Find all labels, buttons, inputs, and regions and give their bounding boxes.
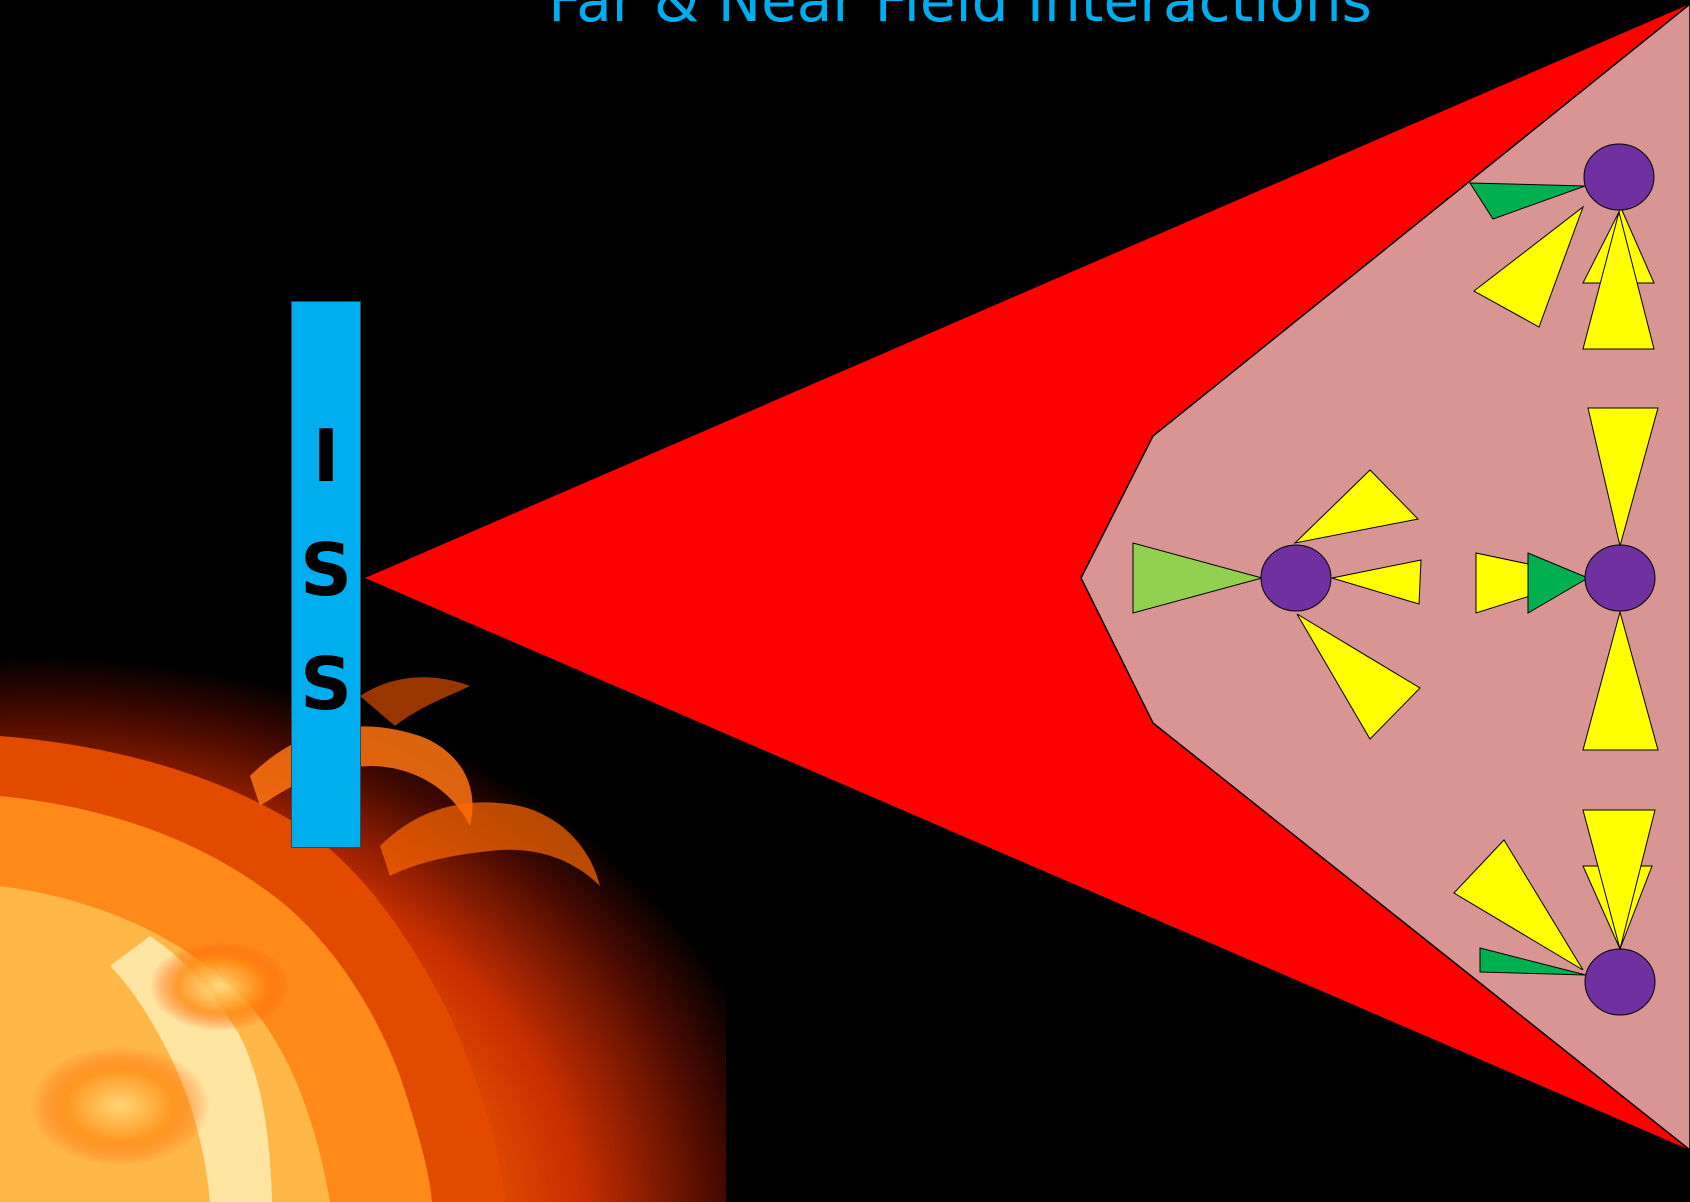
secondary-ray-yellow: [1331, 559, 1422, 605]
secondary-ray-yellow: [1473, 205, 1585, 328]
particle: [1584, 544, 1656, 612]
particle-cluster-middle-right: [1475, 407, 1659, 751]
incoming-ray-green: [1527, 552, 1590, 614]
sun-corona-image: [0, 656, 726, 1202]
particle: [1583, 143, 1655, 211]
incoming-ray-green: [1469, 182, 1586, 220]
secondary-ray-yellow: [1582, 610, 1659, 751]
slide-title: Far & Near Field Interactions: [548, 0, 1372, 35]
incoming-ray-green: [1479, 947, 1587, 976]
iss-letter-s1: S: [300, 528, 352, 612]
particle: [1584, 948, 1656, 1016]
iss-letter-i: I: [312, 414, 340, 498]
particle-cluster-bottom: [1453, 809, 1656, 1016]
secondary-ray-yellow: [1587, 407, 1659, 547]
secondary-ray-yellow: [1293, 469, 1420, 544]
particle: [1260, 544, 1332, 612]
secondary-ray-yellow: [1296, 613, 1421, 740]
incoming-ray-light-green: [1132, 542, 1264, 614]
particle-cluster-top: [1469, 143, 1655, 350]
secondary-ray-yellow: [1582, 809, 1656, 951]
secondary-ray-yellow: [1453, 839, 1584, 971]
particle-cluster-middle-left: [1132, 469, 1422, 740]
iss-label-bar: I S S: [291, 301, 361, 848]
iss-letter-s2: S: [300, 642, 352, 726]
secondary-ray-yellow: [1582, 210, 1655, 350]
